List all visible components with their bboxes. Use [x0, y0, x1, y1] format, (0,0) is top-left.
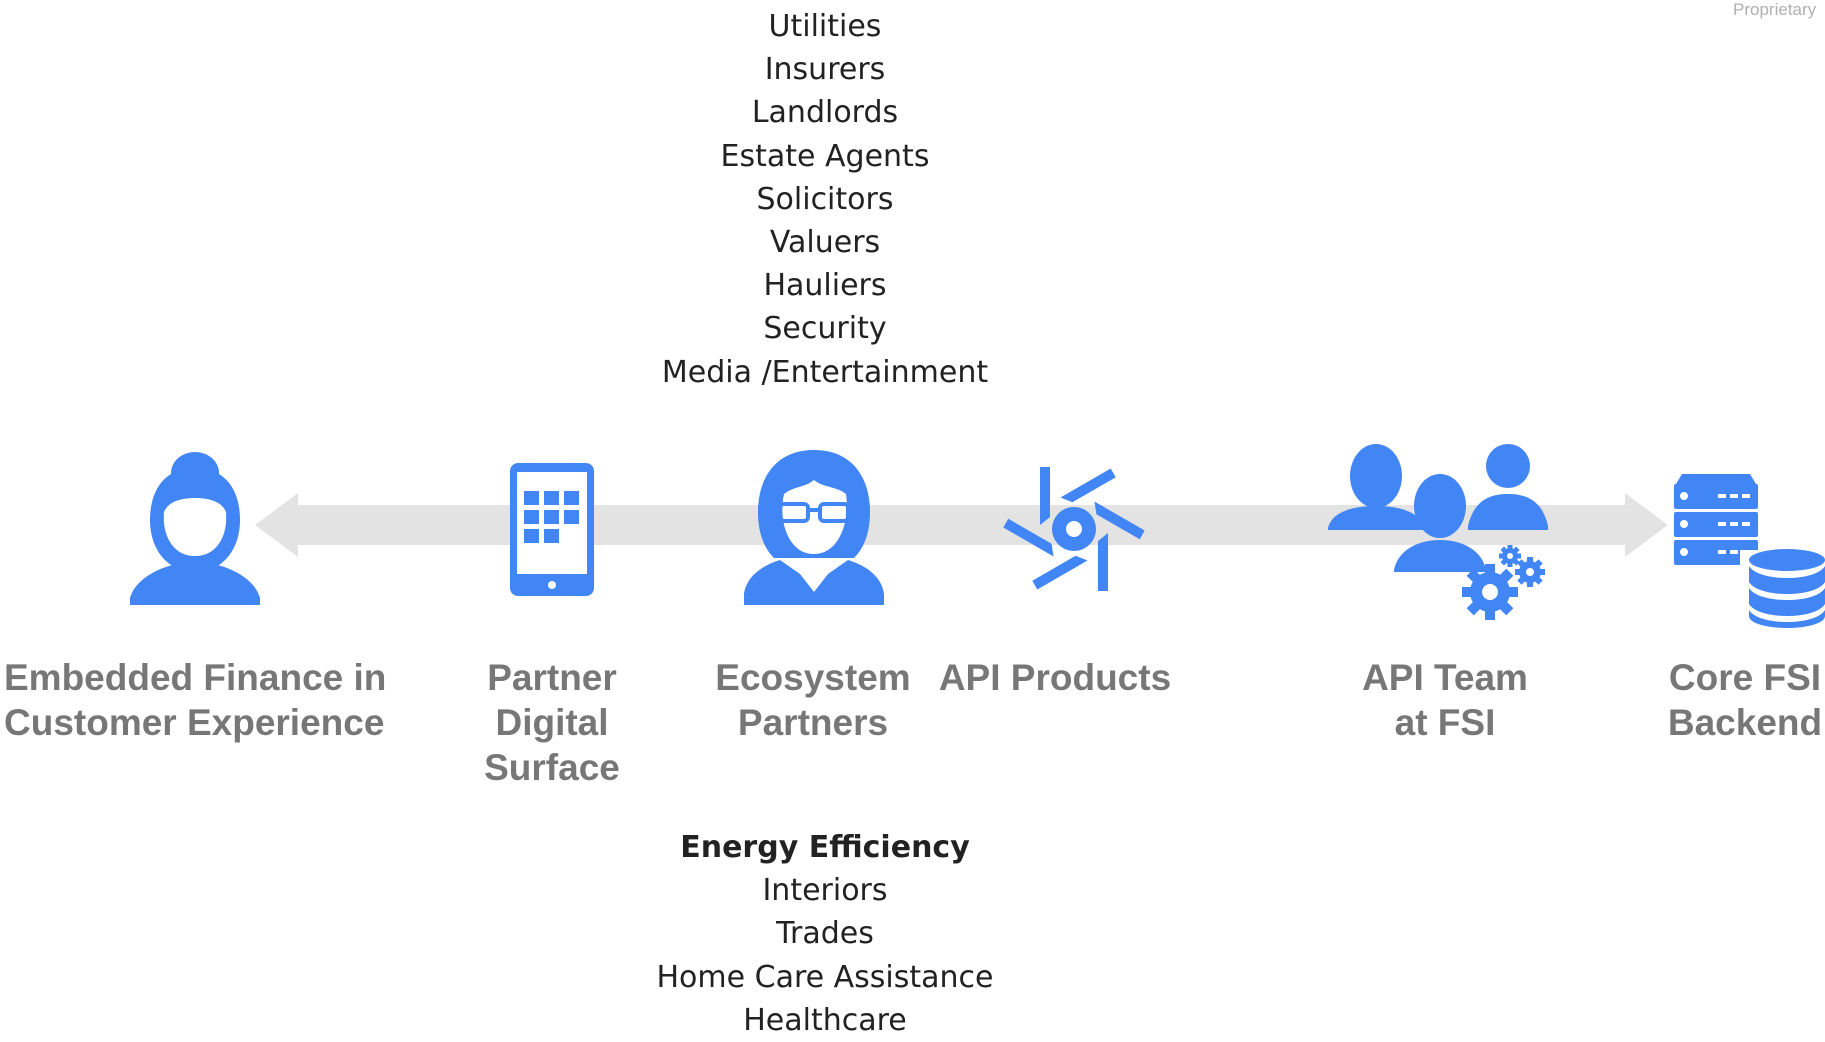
list-item: Insurers	[764, 52, 886, 88]
list-item: Media /Entertainment	[661, 354, 989, 390]
stage-label-api-team: API Team at FSI	[1345, 655, 1545, 745]
stage-label-ecosystem-partners: Ecosystem Partners	[703, 655, 923, 745]
stage-label-core-fsi-backend: Core FSI Backend	[1665, 655, 1825, 745]
stage-label-api-products: API Products	[935, 655, 1175, 700]
label-line: Digital	[495, 702, 609, 743]
label-line: API Products	[938, 657, 1172, 698]
team-with-gears-icon	[1328, 444, 1548, 620]
list-item: Healthcare	[743, 1002, 907, 1038]
list-item: Security	[763, 311, 887, 347]
list-heading: Energy Efficiency	[680, 830, 970, 865]
label-line: Backend	[1667, 702, 1823, 743]
api-shutter-icon	[1003, 467, 1145, 591]
label-line: Customer Experience	[4, 702, 385, 743]
list-item: Trades	[776, 916, 874, 952]
stage-label-partner-digital-surface: Partner Digital Surface	[452, 655, 652, 790]
list-item: Home Care Assistance	[656, 959, 994, 995]
list-item: Utilities	[768, 9, 882, 44]
label-line: Embedded Finance in	[4, 657, 387, 698]
ecosystem-list-bottom: Energy Efficiency Interiors Trades Home …	[560, 826, 1090, 1042]
label-line: Surface	[484, 747, 620, 788]
list-item: Hauliers	[763, 268, 887, 304]
label-line: Partners	[737, 702, 889, 743]
woman-user-icon	[130, 452, 260, 605]
label-line: at FSI	[1394, 702, 1496, 743]
label-line: API Team	[1362, 657, 1528, 698]
list-item: Landlords	[751, 95, 899, 131]
tablet-app-icon	[510, 463, 594, 596]
flow-arrow-shape	[255, 493, 1668, 557]
label-line: Partner	[487, 657, 617, 698]
ecosystem-list-top: Utilities Insurers Landlords Estate Agen…	[560, 5, 1090, 394]
label-line: Core FSI	[1668, 657, 1822, 698]
list-item: Interiors	[762, 873, 888, 909]
stage-label-customer-experience: Embedded Finance in Customer Experience	[4, 655, 387, 745]
server-database-icon	[1674, 474, 1825, 628]
proprietary-watermark: Proprietary	[1733, 0, 1817, 19]
list-item: Solicitors	[756, 181, 894, 217]
partner-with-glasses-icon	[744, 450, 884, 605]
list-item: Valuers	[769, 224, 881, 260]
label-line: Ecosystem	[715, 657, 911, 698]
list-item: Estate Agents	[720, 138, 930, 174]
